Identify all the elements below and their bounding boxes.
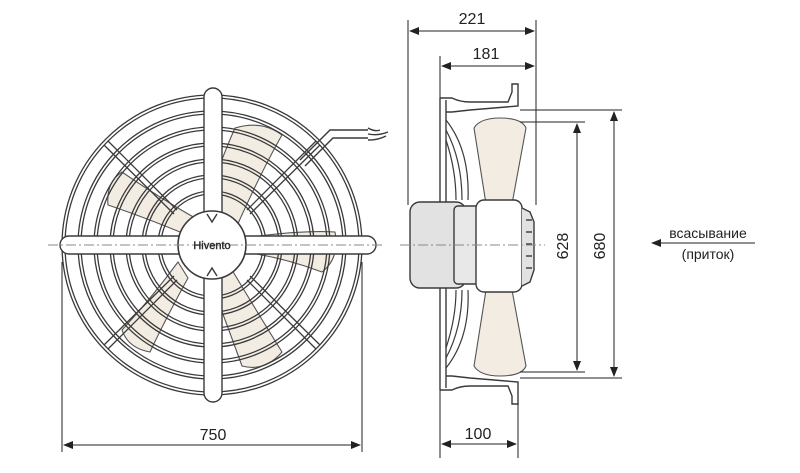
motor xyxy=(409,199,535,293)
airflow-sublabel: (приток) xyxy=(682,246,735,262)
dim-680 xyxy=(520,109,622,379)
blade-left xyxy=(107,171,196,233)
dim-750-label: 750 xyxy=(200,427,227,444)
hub-notch-bottom xyxy=(206,266,218,277)
dim-628-label: 628 xyxy=(555,233,572,260)
airflow-label: всасывание xyxy=(669,225,747,241)
side-blade-top xyxy=(473,117,527,205)
blade-bottom-left xyxy=(121,261,189,353)
guard-side-curves xyxy=(445,119,469,369)
brand-logo: Hivento xyxy=(193,240,230,252)
dim-628 xyxy=(520,121,585,373)
front-view xyxy=(48,87,389,403)
side-blades xyxy=(473,117,527,377)
guard-spokes xyxy=(103,140,321,350)
dim-680-label: 680 xyxy=(592,233,609,260)
side-view xyxy=(400,83,545,405)
dim-181-label: 181 xyxy=(473,46,500,63)
dim-181 xyxy=(439,56,535,98)
side-blade-bottom xyxy=(473,289,527,377)
dim-750 xyxy=(61,262,363,452)
dim-221-label: 221 xyxy=(459,11,486,28)
dim-100 xyxy=(439,390,519,458)
power-cable xyxy=(299,127,389,167)
hub-notch-top xyxy=(206,213,218,224)
dim-221 xyxy=(407,20,537,205)
dim-100-label: 100 xyxy=(465,426,492,443)
